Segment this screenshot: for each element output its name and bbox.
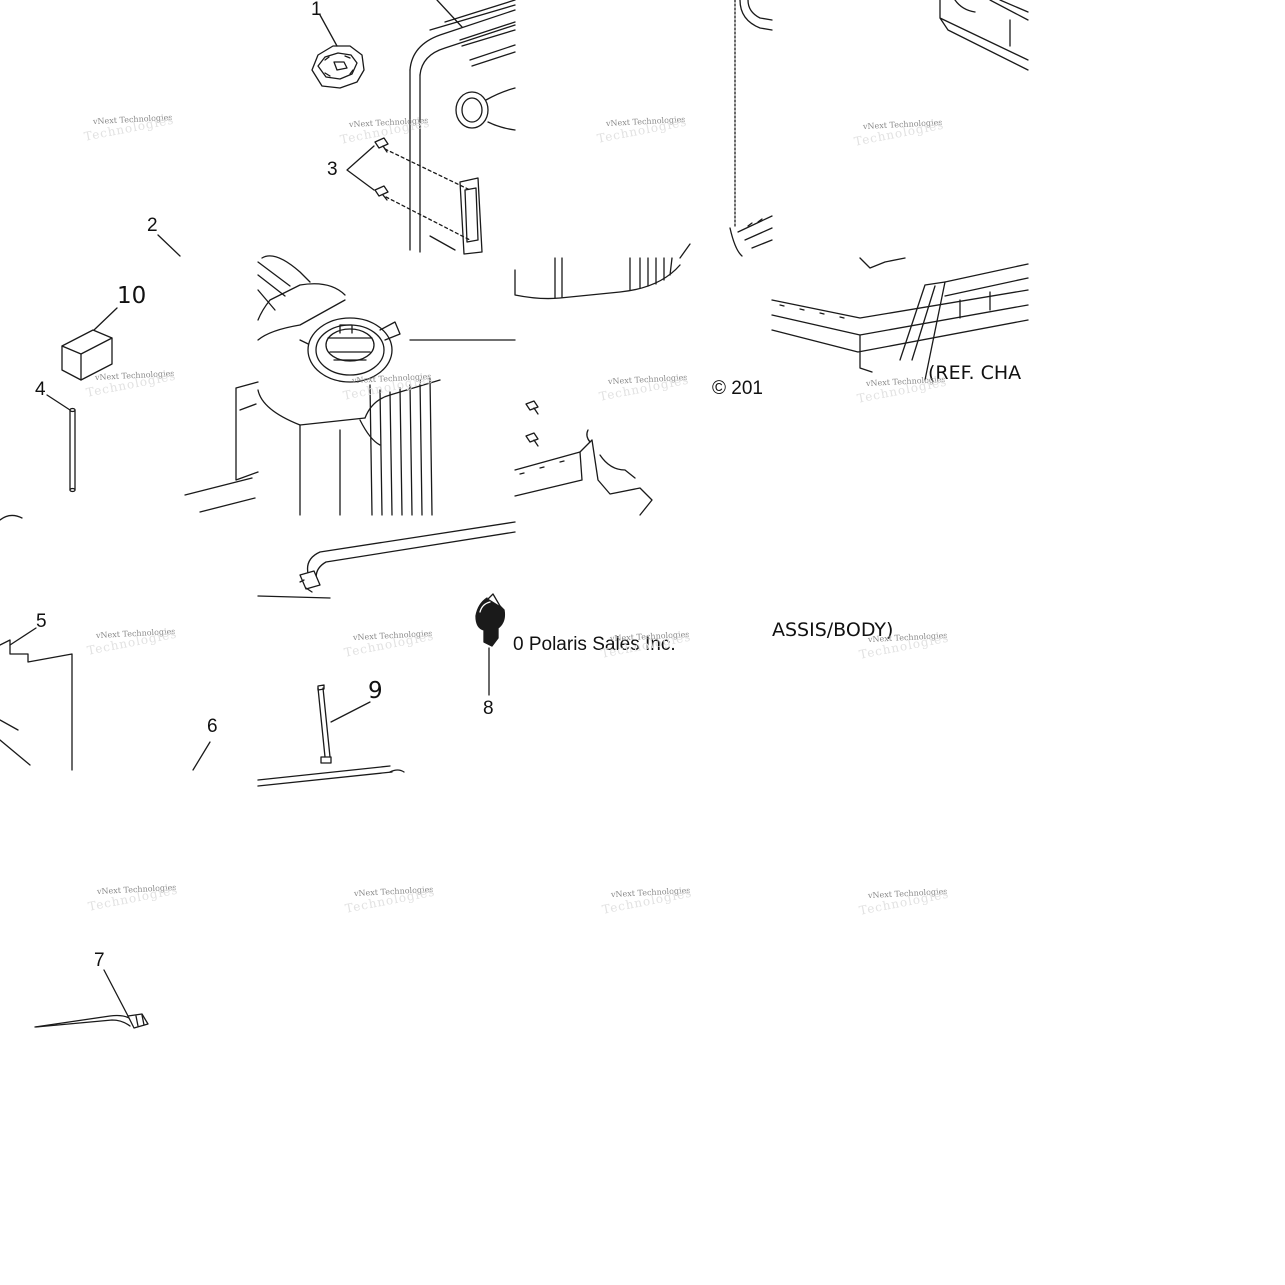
vent-tube-part [69,407,76,493]
copyright-fragment-b: 0 Polaris Sales Inc. [513,634,676,655]
leader-6 [192,741,211,771]
clip-part-8 [475,593,506,647]
callout-7: 7 [94,950,105,971]
leader-3 [346,145,375,191]
heat-shield-panel [0,639,73,771]
leader-5 [9,627,37,646]
callout-1: 1 [311,0,322,20]
leader-9 [330,701,371,723]
fuel-tank-bottom [514,243,691,300]
frame-upper-right [939,0,1029,71]
callout-6: 6 [207,716,218,737]
callout-2: 2 [147,215,158,236]
callout-3: 3 [327,159,338,180]
frame-lower-right [771,257,1029,381]
bolt-lower [374,185,471,241]
callout-8: 8 [483,698,494,719]
fuel-hose-part-7 [34,1013,149,1029]
battery-block [61,329,113,381]
leader-2 [157,234,181,257]
strap-part-9 [317,684,332,764]
reference-fragment-b: ASSIS/BODY) [772,619,894,641]
copyright-fragment-a: © 201 [712,378,763,399]
callout-9: 9 [368,678,383,704]
leader-4 [46,394,71,411]
fuel-line-upper [257,521,516,599]
leader-10 [93,307,118,331]
leader-upper [436,0,463,28]
mount-bracket [514,429,653,516]
bolt-upper [374,137,471,191]
fuel-cap-part [311,45,365,89]
fuel-tank-upper [409,0,516,255]
heat-shield-left [235,381,259,481]
callout-5: 5 [36,611,47,632]
frame-upper-mid [729,0,773,257]
reference-fragment-a: (REF. CHA [928,362,1022,384]
fuel-tank-top [257,255,516,516]
leader-1 [319,14,338,47]
callout-10: 10 [117,283,147,309]
bolt-pair-lower [525,400,539,447]
callout-4: 4 [35,379,46,400]
leader-7 [103,969,129,1017]
